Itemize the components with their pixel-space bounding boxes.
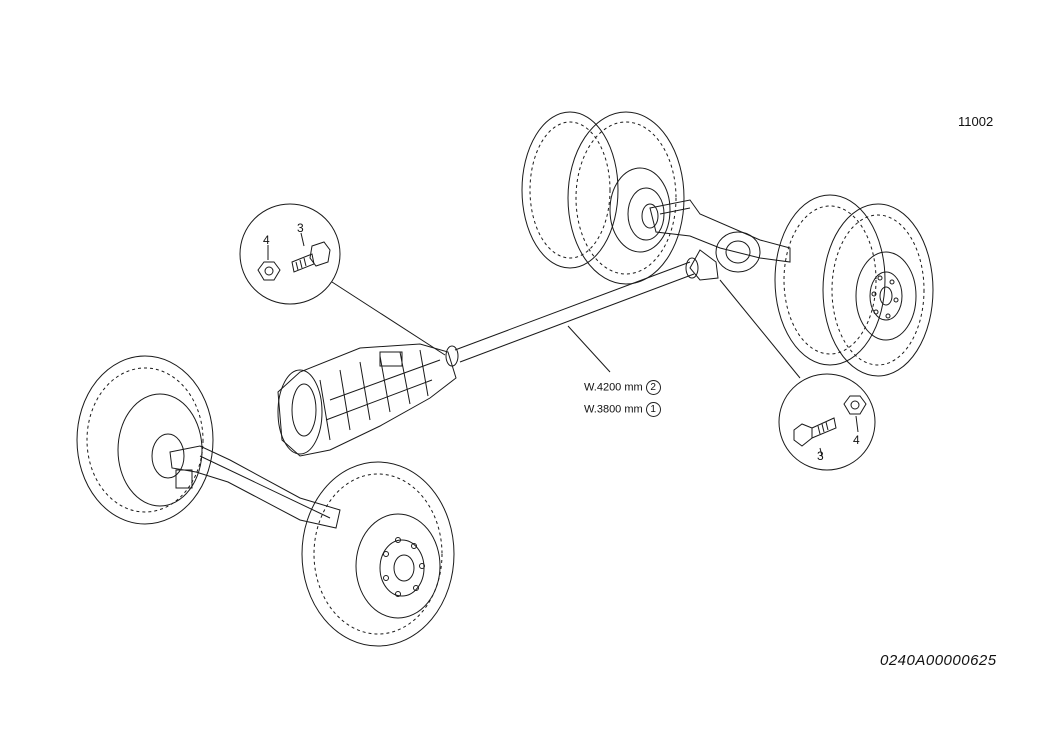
shaft-length-text: W.4200 mm [584,381,643,394]
rear-left-dual-wheels [521,111,685,285]
page-number: 11002 [958,114,994,129]
rear-axle [521,111,934,377]
front-axle [76,355,455,647]
front-right-wheel [301,461,455,647]
nut-icon [843,395,867,415]
shaft-ref-badge: 2 [645,380,661,395]
front-axle-beam [169,445,341,529]
callout-nut-right: 4 [853,433,860,447]
propeller-shaft [445,257,699,367]
shaft-ref-badge: 1 [645,402,661,417]
rear-axle-housing [649,199,791,281]
drawing-code: 0240A00000625 [880,652,997,669]
callout-bolt-left: 3 [297,221,304,235]
bolt-icon [793,417,837,447]
detail-right [719,279,876,471]
bolt-icon [291,241,331,273]
front-left-wheel [76,355,214,525]
callout-bolt-right: 3 [817,449,824,463]
nut-icon [257,261,281,281]
detail-left [239,203,446,356]
gearbox [277,343,457,457]
rear-right-dual-wheels [774,194,934,377]
shaft-length-leader [567,325,611,373]
callout-nut-left: 4 [263,233,270,247]
shaft-length-text: W.3800 mm [584,403,643,416]
